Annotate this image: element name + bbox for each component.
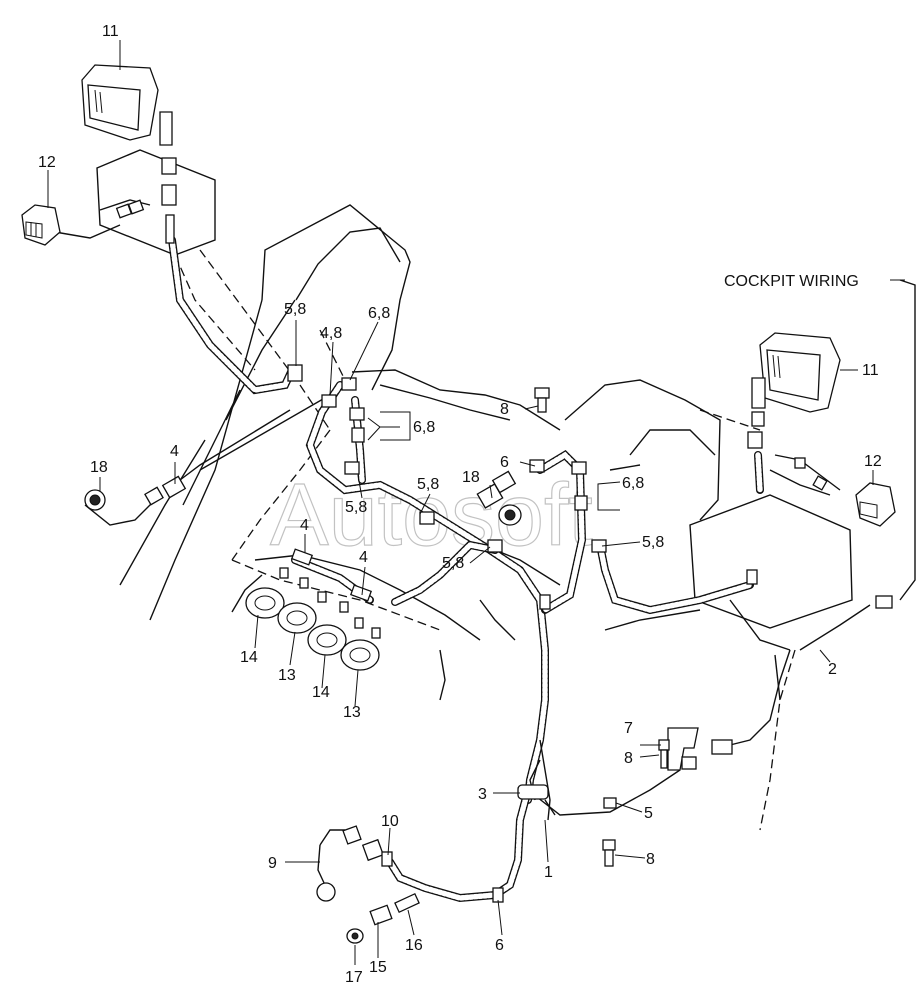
callout-5-8-b: 5,8 [417, 476, 439, 493]
callout-4-horn-b: 4 [359, 549, 368, 566]
callout-13-a: 13 [278, 667, 296, 684]
callout-2: 2 [828, 661, 837, 678]
callout-6-8-c: 6,8 [622, 475, 644, 492]
callout-10: 10 [381, 813, 399, 830]
wiring-harness [168, 236, 764, 903]
machine-body-outline [96, 149, 853, 701]
work-lamp-top-left [81, 64, 177, 244]
callout-9: 9 [268, 855, 277, 872]
callout-12-top: 12 [38, 154, 56, 171]
callout-6-center: 6 [500, 454, 509, 471]
bracket-and-clips [517, 727, 699, 867]
bottom-components [316, 825, 504, 944]
callout-8-bottom: 8 [646, 851, 655, 868]
callout-8-bracket: 8 [624, 750, 633, 767]
callout-6-8-a: 6,8 [368, 305, 390, 322]
callout-13-b: 13 [343, 704, 361, 721]
connector-18-left [84, 475, 187, 511]
callout-4-left: 4 [170, 443, 179, 460]
callout-18-center: 18 [462, 469, 480, 486]
callout-3: 3 [478, 786, 487, 803]
side-lamp-top-left [21, 199, 145, 246]
horns [245, 548, 381, 671]
callout-labels: 11 12 5,8 4,8 6,8 6,8 8 4 18 6 5,8 5,8 1… [38, 23, 882, 986]
callout-18-left: 18 [90, 459, 108, 476]
callout-4-horn-a: 4 [300, 517, 309, 534]
callout-5-8-d: 5,8 [642, 534, 664, 551]
callout-14-b: 14 [312, 684, 330, 701]
leader-lines [47, 40, 905, 965]
callout-8-top: 8 [500, 401, 509, 418]
callout-4-8: 4,8 [320, 325, 342, 342]
work-lamp-right [747, 332, 841, 449]
callout-15: 15 [369, 959, 387, 976]
callout-11-right: 11 [862, 362, 879, 379]
callout-1: 1 [544, 864, 553, 881]
callout-5-8-c: 5,8 [345, 499, 367, 516]
callout-17: 17 [345, 969, 363, 986]
bolt-top [534, 387, 550, 413]
callout-5-8-e: 5,8 [442, 555, 464, 572]
harness-clips [287, 364, 893, 755]
cockpit-wiring-label: COCKPIT WIRING [724, 273, 859, 290]
callout-6-8-b: 6,8 [413, 419, 435, 436]
callout-7: 7 [624, 720, 633, 737]
callout-11-top: 11 [102, 23, 119, 40]
callout-5-8-a: 5,8 [284, 301, 306, 318]
callout-16: 16 [405, 937, 423, 954]
callout-12-right: 12 [864, 453, 882, 470]
callout-6-bottom: 6 [495, 937, 504, 954]
side-lamp-right [794, 457, 896, 527]
callout-14-a: 14 [240, 649, 258, 666]
callout-5: 5 [644, 805, 653, 822]
connector-18-center [476, 470, 522, 526]
